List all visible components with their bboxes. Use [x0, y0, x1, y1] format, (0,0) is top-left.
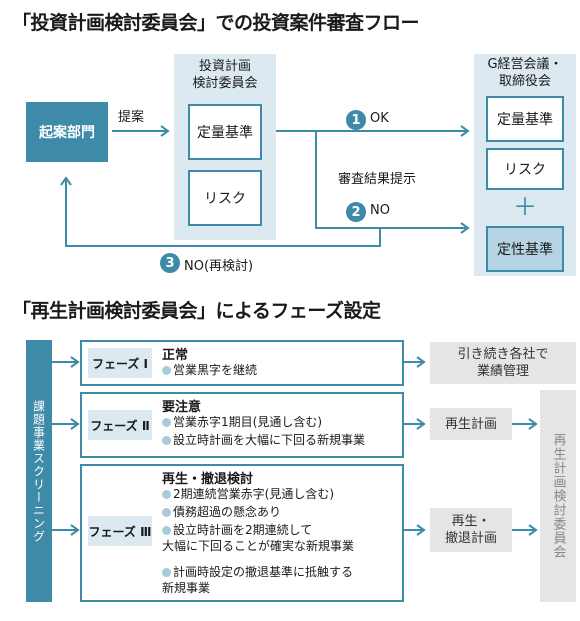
phase-2-label: フェーズ Ⅱ — [88, 410, 152, 440]
originator-box: 起案部門 — [26, 102, 108, 162]
phase-2-bullet: 設立時計画を大幅に下回る新規事業 — [162, 432, 365, 448]
phase-2-heading: 要注意 — [162, 400, 202, 415]
phase-3-bullet: 債務超過の懸念あり — [162, 504, 281, 520]
phase-3-label: フェーズ Ⅲ — [88, 516, 152, 546]
outcome-retry-label: NO(再検討) — [184, 259, 254, 274]
flow-title: 「投資計画検討委員会」での投資案件審査フロー — [12, 12, 420, 34]
phase-2-result: 再生計画 — [430, 408, 512, 440]
no-arrow — [315, 131, 470, 234]
originator-label: 起案部門 — [39, 125, 95, 141]
investment-committee-header: 投資計画 検討委員会 — [192, 59, 258, 91]
retry-arrow — [60, 176, 381, 247]
screening-label: 課題事業スクリーニング — [26, 340, 52, 602]
outcome-2-badge: 2 — [346, 202, 366, 222]
phase-2-bullet: 営業赤字1期目(見通し含む) — [162, 414, 322, 430]
phase-3-bullet: 計画時設定の撤退基準に抵触する 新規事業 — [162, 565, 354, 595]
phase-1-heading: 正常 — [162, 348, 189, 363]
phase-3-result: 再生・ 撤退計画 — [430, 508, 512, 552]
board-quantitative-box: 定量基準 — [486, 96, 564, 142]
outcome-no-label: NO — [370, 203, 390, 218]
outcome-3-badge: 3 — [160, 253, 180, 273]
phase-1-result: 引き続き各社で 業績管理 — [430, 342, 576, 384]
committee-risk-box: リスク — [188, 170, 262, 226]
review-result-label: 審査結果提示 — [338, 172, 417, 187]
plus-sign: ＋ — [513, 193, 537, 221]
phase-3-heading: 再生・撤退検討 — [162, 472, 254, 487]
phase-title: 「再生計画検討委員会」によるフェーズ設定 — [12, 300, 381, 322]
board-risk-box: リスク — [486, 148, 564, 190]
committee-quantitative-box: 定量基準 — [188, 104, 262, 160]
proposal-label: 提案 — [118, 110, 145, 125]
board-header: G経営会議・ 取締役会 — [487, 57, 563, 89]
outcome-ok-label: OK — [370, 111, 389, 126]
phase-1-bullet: 営業黒字を継続 — [162, 362, 257, 378]
rehab-committee-box: 再生計画検討委員会 — [540, 390, 576, 602]
outcome-1-badge: 1 — [346, 110, 366, 130]
board-qualitative-box: 定性基準 — [486, 226, 564, 272]
phase-3-bullet: 設立時計画を2期連続して 大幅に下回ることが確実な新規事業 — [162, 523, 355, 553]
phase-3-bullet: 2期連続営業赤字(見通し含む) — [162, 486, 334, 502]
phase-1-label: フェーズ Ⅰ — [88, 348, 152, 378]
